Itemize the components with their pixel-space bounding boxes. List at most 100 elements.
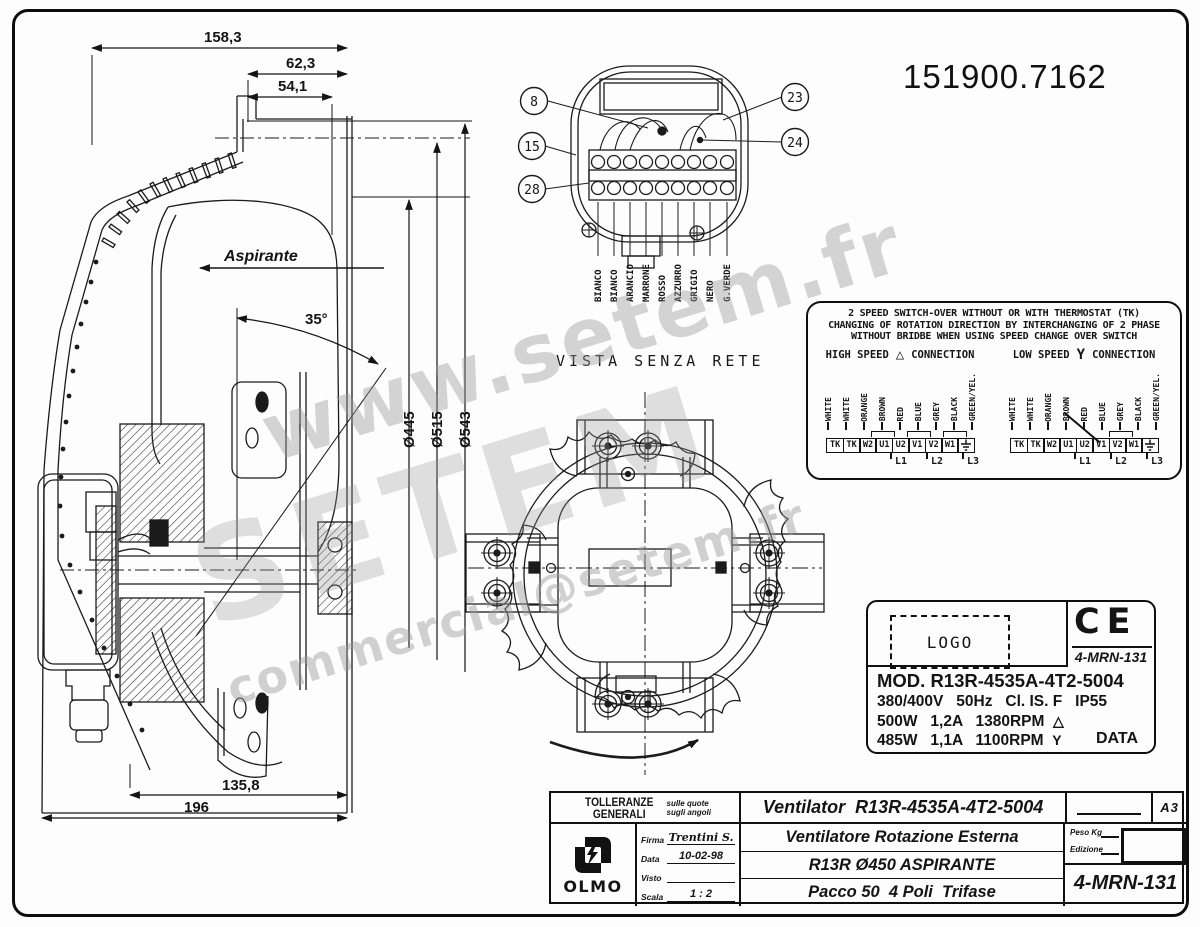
earth-icon [1145,439,1156,451]
edition-box [1121,828,1187,864]
blank-field [1065,793,1151,824]
terminal-v2: V2 [1108,437,1127,453]
tolleranze-note2: sugli angoli [666,807,711,817]
callout-23: 23 [787,91,803,106]
phase-l2: L2 [931,455,944,467]
dim-dia-inner: Ø445 [401,411,418,448]
low-speed-label: LOW SPEED [1012,348,1070,361]
wire-color: WHITE [823,397,833,422]
connection-label: CONNECTION [911,348,975,361]
terminal-strip-low: TK TK W2 U1 U2 V1 V2 W1 [992,437,1176,453]
fin-section-dots [57,259,145,733]
description-line2: R13R Ø450 ASPIRANTE [741,852,1063,880]
company-logo-cell: OLMO [551,824,637,906]
drawing-title: Ventilator R13R-4535A-4T2-5004 [741,793,1065,824]
terminal-w1: W1 [1125,437,1144,453]
wiring-note-line1: 2 SPEED SWITCH-OVER WITHOUT OR WITH THER… [848,308,1140,319]
description-line3: Pacco 50 4 Poli Trifase [808,883,996,902]
terminal-u2: U2 [891,437,910,453]
ce-mark: CE [1074,602,1138,642]
sheet-format: A3 [1151,793,1186,824]
terminal-v1: V1 [1092,437,1111,453]
dim-overall: 158,3 [204,29,242,46]
terminal-tk: TK [826,437,845,453]
terminal-strip-high: TK TK W2 U1 U2 V1 V2 W1 [808,437,992,453]
phase-l3: L3 [967,455,980,467]
wire-label-bianco-1: BIANCO [594,269,604,302]
wire-color: BLACK [1133,397,1143,422]
wire-label-arancio: ARANCIO [626,263,636,302]
delta-symbol: △ [895,346,905,363]
rear-view-caption: VISTA SENZA RETE [556,352,765,370]
delta-symbol: △ [1053,713,1064,729]
tolleranze-word2: GENERALI [592,806,646,821]
wire-color: RED [895,407,905,422]
terminal-tk: TK [1010,437,1029,453]
wire-color: BLUE [1097,402,1107,422]
low-speed-values: 485W 1,1A 1100RPM [877,732,1053,749]
firma-label: Firma [641,835,665,845]
dim-angle: 35° [305,311,328,328]
description-cell: Ventilatore Rotazione Esterna R13R Ø450 … [741,824,1065,906]
delta-bridges [819,430,992,438]
terminal-box-detail [517,65,810,269]
wire-color: WHITE [841,397,851,422]
drawing-number: 151900.7162 [903,58,1107,95]
dim-hub: 62,3 [286,55,315,72]
wire-color: RED [1079,407,1089,422]
firma-value: Trentini S. [667,831,735,845]
wire-label-nero: NERO [706,280,716,302]
wire-label-grigio: GRIGIO [690,269,700,302]
phase-labels-high: L1 L2 L3 [819,452,992,470]
callout-24: 24 [787,136,803,151]
wiring-note-line2: CHANGING OF ROTATION DIRECTION BY INTERC… [828,319,1160,331]
scala-label: Scala [641,892,664,902]
side-view-drawing [37,95,470,814]
scala-value: 1 : 2 [667,888,735,902]
dim-foot: 135,8 [222,777,260,794]
callout-28: 28 [524,183,540,198]
drawing-code: 4-MRN-131 [1073,872,1178,894]
company-name: OLMO [563,876,623,896]
motor-nameplate: LOGO CE 4-MRN-131 MOD. R13R-4535A-4T2-50… [866,600,1156,754]
phase-l1: L1 [895,455,908,467]
dim-dia-outer: Ø543 [457,411,474,448]
visto-value [667,869,735,883]
terminal-w1: W1 [941,437,960,453]
visto-label: Visto [641,873,662,883]
wiring-note-line3: WITHOUT BRIDBE WHEN USING SPEED CHANGE O… [850,331,1138,342]
wiring-instruction-box: 2 SPEED SWITCH-OVER WITHOUT OR WITH THER… [806,301,1182,480]
callout-bubbles [517,82,810,204]
data-label: DATA [1096,730,1139,747]
low-speed-rating: 485W 1,1A 1100RPM Y [877,732,1062,750]
wire-color: WHITE [1007,397,1017,422]
wire-label-bianco-2: BIANCO [610,269,620,302]
terminal-w2: W2 [1042,437,1061,453]
data-label: Data [641,854,660,864]
flow-direction-label: Aspirante [223,248,298,265]
wire-color: WHITE [1025,397,1035,422]
terminal-tk: TK [842,437,861,453]
wire-label-marrone: MARRONE [642,264,652,302]
phase-l3: L3 [1151,455,1164,467]
terminal-screws [590,154,735,196]
peso-label: Peso Kg [1070,828,1103,837]
model-number: MOD. R13R-4535A-4T2-5004 [877,670,1124,691]
star-symbol: Y [1052,732,1062,748]
wire-label-azzurro: AZZURRO [674,263,684,302]
wire-label-gverde: G.VERDE [723,264,733,302]
callout-8: 8 [530,95,538,110]
high-speed-label: HIGH SPEED [825,348,889,361]
wire-color: GREEN/YEL. [1151,373,1161,422]
dim-base: 196 [184,799,209,816]
tolerances-cell: TOLLERANZE GENERALI sulle quote sugli an… [551,793,741,824]
data-value: 10-02-98 [667,850,735,864]
wire-label-rosso: ROSSO [658,274,668,302]
terminal-u1: U1 [875,437,894,453]
olmo-logo-icon [575,836,611,873]
wire-color: BLUE [913,402,923,422]
tolleranze-word1: TOLLERANZE [585,794,654,809]
wire-color: BLACK [949,397,959,422]
